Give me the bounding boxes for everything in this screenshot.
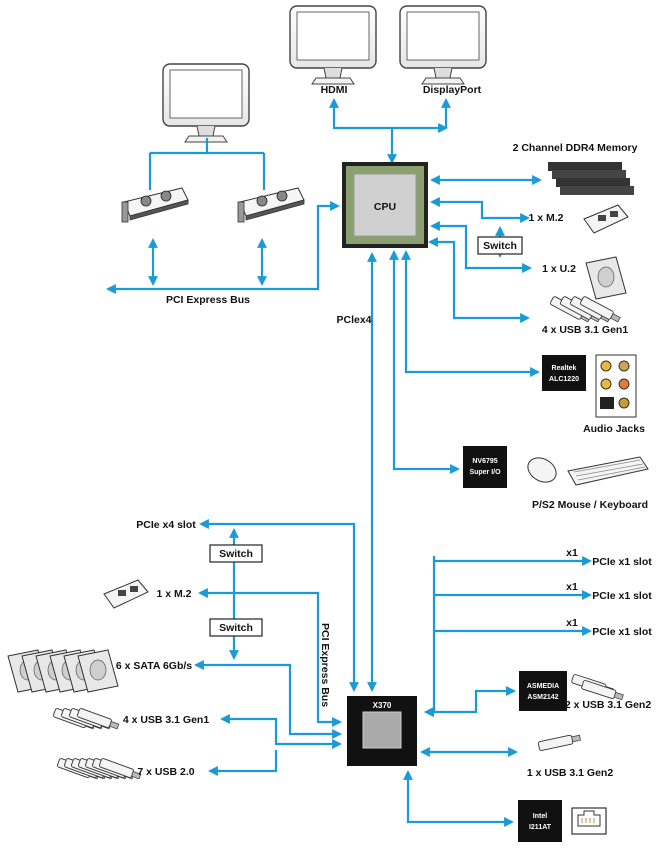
chipset-m2-link bbox=[198, 588, 342, 727]
usb-stick-icon bbox=[52, 707, 120, 732]
u2-label: 1 x U.2 bbox=[542, 263, 576, 275]
switch-1-label: Switch bbox=[219, 548, 253, 560]
pcie-x1-slot-3: PCIe x1 slot bbox=[592, 626, 652, 638]
usb-stick-icon bbox=[537, 732, 582, 752]
cpu-switch-label: Switch bbox=[483, 240, 517, 252]
usb31-gen2-a-label: 2 x USB 3.1 Gen2 bbox=[565, 699, 652, 711]
asmedia-chip bbox=[519, 671, 567, 711]
vertical-bus-label: PCI Express Bus bbox=[319, 623, 331, 707]
switch-box-2 bbox=[209, 618, 263, 637]
audio-jacks-label: Audio Jacks bbox=[583, 423, 645, 435]
x1-marker-1: x1 bbox=[566, 547, 578, 559]
x1-marker-2: x1 bbox=[566, 581, 578, 593]
lan-line2: I211AT bbox=[529, 824, 552, 831]
pcie-x4-slot-label: PCIe x4 slot bbox=[136, 519, 196, 531]
hard-drive-icon bbox=[7, 649, 119, 693]
pcie-x1-slot-1: PCIe x1 slot bbox=[592, 556, 652, 568]
gpu-display-link bbox=[148, 138, 266, 190]
m2-ssd-icon bbox=[103, 579, 149, 609]
sata-label: 6 x SATA 6Gb/s bbox=[116, 660, 192, 672]
audio-chip-line2: ALC1220 bbox=[549, 376, 579, 383]
switch-box-1 bbox=[209, 544, 263, 563]
audio-link bbox=[401, 250, 540, 377]
cpu-usb31-label: 4 x USB 3.1 Gen1 bbox=[542, 324, 629, 336]
graphics-card-icon bbox=[237, 187, 305, 223]
audio-jack-icon bbox=[595, 354, 637, 418]
usb20-label: 7 x USB 2.0 bbox=[137, 766, 194, 778]
pci-express-bus-line bbox=[106, 201, 340, 294]
chipset-label: X370 bbox=[373, 701, 392, 710]
graphics-card-icon bbox=[121, 187, 189, 223]
pcie-x1-trunk bbox=[424, 556, 436, 717]
superio-line2: Super I/O bbox=[469, 469, 501, 476]
x1-marker-3: x1 bbox=[566, 617, 578, 629]
superio-chip bbox=[463, 446, 507, 488]
superio-line1: NV6795 bbox=[472, 458, 497, 465]
asmedia-line2: ASM2142 bbox=[527, 694, 558, 701]
hard-drive-icon bbox=[585, 256, 627, 300]
ps2-label: P/S2 Mouse / Keyboard bbox=[532, 499, 648, 511]
usb31-gen2-b-label: 1 x USB 3.1 Gen2 bbox=[527, 767, 614, 779]
chipset-usb31-link bbox=[220, 714, 342, 749]
asmedia-line1: ASMEDIA bbox=[527, 683, 559, 690]
m2-cpu-link bbox=[430, 197, 530, 223]
usb-stick-icon bbox=[570, 673, 625, 702]
cpu-chip bbox=[342, 162, 428, 248]
display-link bbox=[329, 98, 448, 133]
asmedia-link bbox=[424, 686, 516, 717]
chipset-chip bbox=[347, 696, 417, 766]
displayport-label: DisplayPort bbox=[423, 84, 482, 96]
usb20-link bbox=[208, 750, 278, 776]
keyboard-icon bbox=[567, 456, 649, 486]
monitor-icon bbox=[399, 5, 487, 85]
monitor-icon bbox=[162, 63, 250, 143]
usb-stick-icon bbox=[56, 757, 142, 782]
lan-link bbox=[403, 770, 514, 827]
pci-express-bus-label: PCI Express Bus bbox=[166, 294, 250, 306]
audio-chip bbox=[542, 355, 586, 391]
m2-ssd-icon bbox=[583, 204, 629, 234]
pcie-x1-slot-2: PCIe x1 slot bbox=[592, 590, 652, 602]
superio-link bbox=[389, 250, 460, 474]
monitor-icon bbox=[289, 5, 377, 85]
pcie-x4-link-label: PClex4 bbox=[336, 314, 371, 326]
hdmi-label: HDMI bbox=[321, 84, 348, 96]
pcie-x4-slot-link bbox=[199, 519, 359, 692]
memory-label: 2 Channel DDR4 Memory bbox=[513, 142, 638, 154]
chipset-m2-label: 1 x M.2 bbox=[156, 588, 191, 600]
lan-line1: Intel bbox=[533, 813, 547, 820]
audio-chip-line1: Realtek bbox=[552, 365, 577, 372]
ethernet-port-icon bbox=[571, 807, 607, 835]
lan-chip bbox=[518, 800, 562, 842]
memory-stick-icon bbox=[548, 162, 634, 195]
cpu-label: CPU bbox=[374, 201, 396, 213]
usb-stick-icon bbox=[549, 295, 622, 325]
switch-2-label: Switch bbox=[219, 622, 253, 634]
chipset-usb31-label: 4 x USB 3.1 Gen1 bbox=[123, 714, 210, 726]
cpu-m2-label: 1 x M.2 bbox=[528, 212, 563, 224]
mouse-icon bbox=[527, 457, 557, 483]
